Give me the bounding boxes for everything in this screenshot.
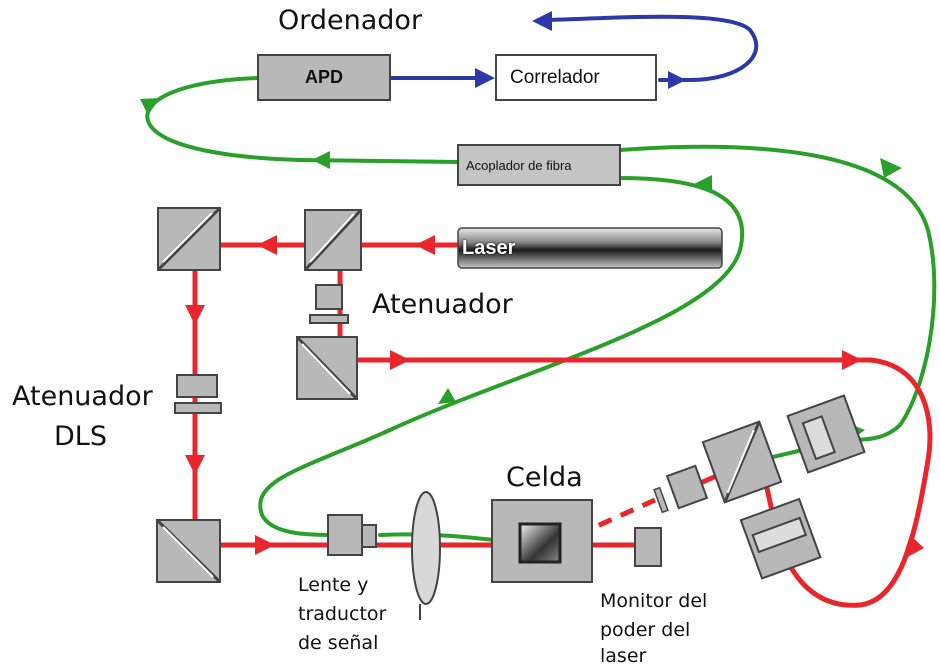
mirror-lower-mid bbox=[295, 335, 359, 401]
laser-power-monitor bbox=[634, 527, 662, 567]
lente-label-line1: Lente y bbox=[298, 574, 369, 596]
mirror-top-left bbox=[156, 206, 222, 272]
laser-label: Laser bbox=[462, 236, 516, 259]
beam-arrow-8 bbox=[902, 535, 924, 560]
signal-arrow-correlator bbox=[475, 68, 495, 88]
beam-arrow-7 bbox=[842, 350, 862, 370]
monitor-label-line2: poder del bbox=[600, 619, 691, 641]
sample-cell bbox=[491, 499, 593, 583]
monitor-label-line3: laser bbox=[600, 645, 647, 667]
fiber-apd-to-coupler bbox=[145, 76, 462, 164]
fiber-arrow-apd bbox=[140, 98, 160, 115]
fiber-arrow-coupler-left bbox=[312, 151, 330, 169]
fiber-coupler-to-right-detector bbox=[618, 144, 937, 442]
beam-splitter-top bbox=[303, 208, 363, 272]
fiber-arrow-right-up bbox=[880, 158, 902, 178]
laser-arrows bbox=[185, 235, 924, 560]
detector-upper-right bbox=[786, 394, 866, 474]
beam-scattered-dashed bbox=[553, 497, 657, 548]
ordenador-label: Ordenador bbox=[278, 5, 423, 36]
dls-attenuator-component bbox=[174, 374, 222, 414]
beam-arrow-6 bbox=[390, 350, 410, 370]
monitor-label-line1: Monitor del bbox=[600, 590, 708, 612]
lente-label-line2: traductor bbox=[298, 603, 387, 625]
fiber-arrow-coupler-right bbox=[694, 175, 712, 193]
attenuator-component bbox=[309, 284, 349, 324]
beam-arrow-3 bbox=[185, 305, 205, 325]
beam-arrow-2 bbox=[257, 235, 277, 255]
beam-arrow-1 bbox=[415, 235, 435, 255]
lens bbox=[411, 491, 441, 620]
acoplador-label: Acoplador de fibra bbox=[466, 157, 572, 173]
pinhole-detector bbox=[653, 464, 709, 514]
coupler-box bbox=[457, 144, 621, 186]
celda-label: Celda bbox=[506, 462, 583, 493]
atenuador-label: Atenuador bbox=[372, 289, 513, 320]
signal-lines bbox=[388, 14, 759, 82]
signal-correlator-to-computer bbox=[546, 14, 759, 82]
apd-box bbox=[257, 54, 391, 101]
apd-label: APD bbox=[304, 67, 343, 87]
correlador-label: Correlador bbox=[510, 66, 600, 88]
lente-label-line3: de señal bbox=[298, 632, 379, 654]
correlator-box bbox=[495, 54, 657, 101]
laser-source bbox=[457, 227, 723, 269]
beam-arrow-5 bbox=[255, 535, 275, 555]
detector-lower-right bbox=[739, 497, 822, 580]
transducer bbox=[327, 514, 377, 556]
beam-splitter-right bbox=[701, 420, 783, 504]
atenuador-dls-label-line1: Atenuador bbox=[12, 381, 153, 412]
atenuador-dls-label-line2: DLS bbox=[54, 421, 107, 452]
beam-arrow-4 bbox=[185, 455, 205, 475]
signal-arrow-out bbox=[668, 71, 686, 89]
mirror-bottom-left bbox=[155, 518, 222, 584]
signal-arrow-computer bbox=[532, 11, 552, 31]
signal-arrows bbox=[475, 11, 686, 89]
fiber-coupler-to-lens bbox=[258, 176, 744, 537]
fiber-arrow-mid bbox=[438, 388, 456, 404]
